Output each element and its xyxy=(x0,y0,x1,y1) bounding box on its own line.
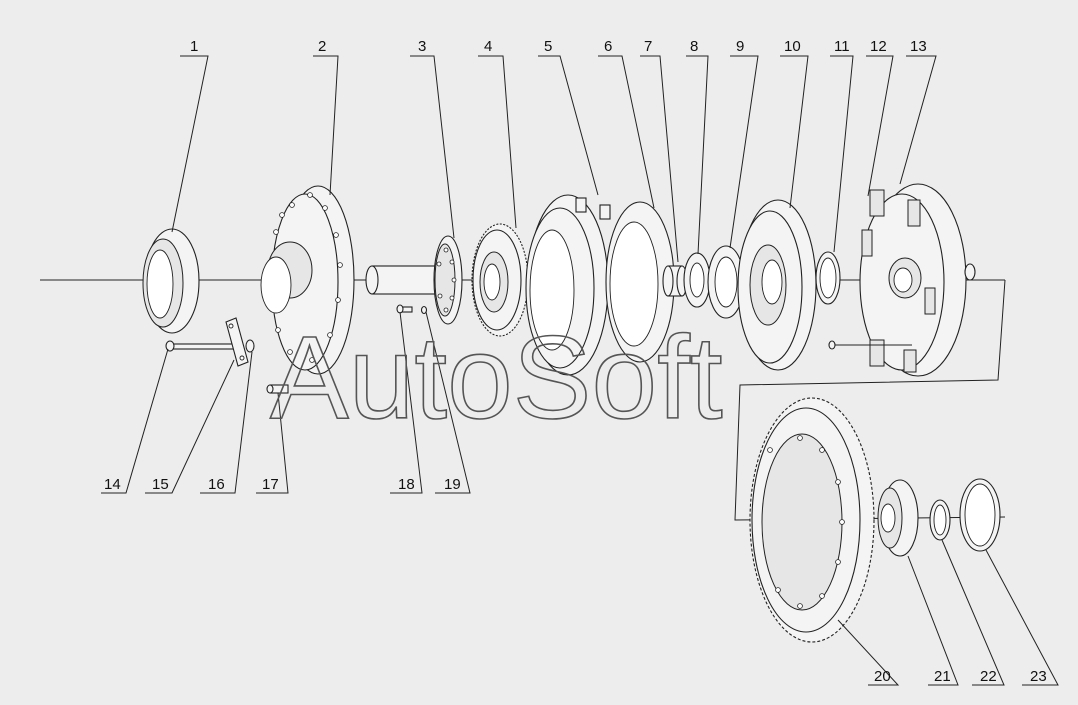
part-5-friction-disc xyxy=(525,194,633,376)
part-11-snap-ring xyxy=(815,251,841,305)
callout-6: 6 xyxy=(604,38,612,55)
callout-3: 3 xyxy=(418,38,426,55)
part-16-small-washer xyxy=(245,339,255,353)
callout-20: 20 xyxy=(874,668,891,685)
callout-22: 22 xyxy=(980,668,997,685)
part-15-lock-plate xyxy=(225,317,249,367)
part-4-spur-gear xyxy=(471,223,529,337)
part-22-snap-ring xyxy=(929,499,951,541)
part-2-flange-hub xyxy=(260,185,355,375)
callout-5: 5 xyxy=(544,38,552,55)
callout-17: 17 xyxy=(262,476,279,493)
callout-21: 21 xyxy=(934,668,951,685)
part-20-ring-gear xyxy=(749,397,875,643)
callout-15: 15 xyxy=(152,476,169,493)
part-21-bearing xyxy=(877,479,919,557)
callout-2: 2 xyxy=(318,38,326,55)
part-10-clutch-drum xyxy=(737,199,817,371)
callout-1: 1 xyxy=(190,38,198,55)
callout-13: 13 xyxy=(910,38,927,55)
part-9-ring xyxy=(707,245,745,319)
part-17-dowel-pin xyxy=(266,384,289,394)
part-13-clutch-housing xyxy=(859,183,976,377)
callout-10: 10 xyxy=(784,38,801,55)
callout-18: 18 xyxy=(398,476,415,493)
part-23-shim-ring xyxy=(959,478,1001,552)
callout-16: 16 xyxy=(208,476,225,493)
callout-9: 9 xyxy=(736,38,744,55)
callout-labels: 1 2 3 4 5 6 7 8 9 10 11 12 13 14 15 16 1… xyxy=(104,38,1047,685)
part-14-bolt xyxy=(165,340,237,352)
callout-14: 14 xyxy=(104,476,121,493)
callout-7: 7 xyxy=(644,38,652,55)
part-6-pressure-plate xyxy=(605,201,675,363)
part-19-washer xyxy=(420,305,428,315)
part-1-seal-ring xyxy=(142,228,200,334)
watermark-text: AutoSoft xyxy=(270,312,723,444)
part-3-splined-shaft xyxy=(365,235,463,325)
part-7-bushing xyxy=(662,265,688,297)
leader-lines xyxy=(101,55,1059,686)
part-8-washer xyxy=(683,252,711,308)
callout-19: 19 xyxy=(444,476,461,493)
callout-12: 12 xyxy=(870,38,887,55)
callout-11: 11 xyxy=(834,38,850,55)
callout-8: 8 xyxy=(690,38,698,55)
callout-23: 23 xyxy=(1030,668,1047,685)
part-12-pin xyxy=(828,340,912,350)
callout-4: 4 xyxy=(484,38,492,55)
